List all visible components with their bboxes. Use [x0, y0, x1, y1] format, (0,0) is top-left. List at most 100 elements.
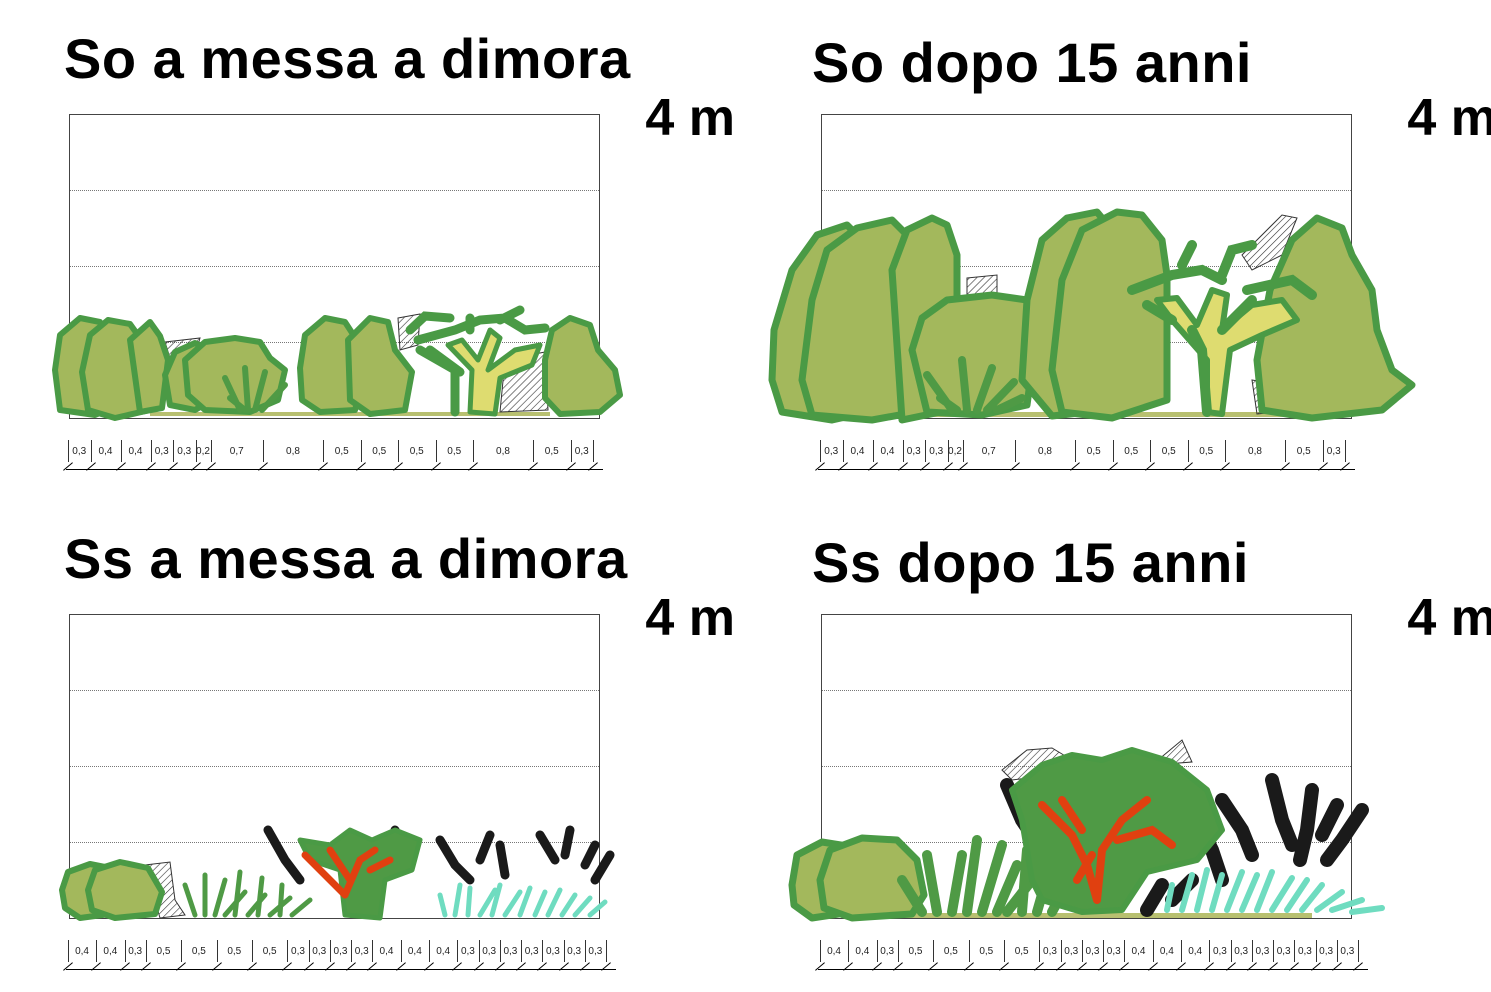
scale-tick — [1251, 940, 1253, 962]
shrub-crown — [1048, 208, 1171, 422]
scale-tick — [1230, 940, 1232, 962]
shrub-crown — [85, 859, 165, 921]
spacing-label: 0,3 — [1234, 946, 1249, 957]
scale-tick — [351, 940, 353, 962]
scale-tick — [195, 440, 197, 462]
scale-tick — [478, 940, 480, 962]
hatched-shrub — [1241, 214, 1298, 271]
gridline — [822, 190, 1351, 191]
scale-tick — [1187, 440, 1189, 462]
spacing-label: 0,3 — [545, 946, 560, 957]
scale-tick — [925, 440, 926, 462]
spacing-label: 0,3 — [1106, 946, 1121, 957]
scale-tick — [1152, 940, 1154, 962]
spacing-label: 0,3 — [460, 946, 475, 957]
spacing-label: 0,5 — [262, 946, 277, 957]
grass-tuft — [182, 869, 313, 918]
spacing-label: 0,5 — [372, 446, 387, 457]
spacing-label: 0,3 — [1326, 446, 1341, 457]
spacing-label: 0,3 — [354, 946, 369, 957]
spacing-label: 0,3 — [588, 946, 603, 957]
spacing-label: 0,8 — [496, 446, 510, 457]
spacing-label: 0,3 — [906, 446, 921, 457]
scale-tick — [150, 440, 152, 462]
scale-tick — [1015, 440, 1016, 462]
spacing-label: 0,4 — [1188, 946, 1203, 957]
gridline — [70, 766, 599, 767]
scale-tick — [499, 940, 501, 962]
spacing-label: 0,5 — [979, 946, 994, 957]
vegetation-drawing — [788, 739, 1385, 922]
spacing-label: 0,5 — [544, 446, 559, 457]
spacing-label: 0,3 — [880, 946, 895, 957]
spacing-label: 0,4 — [407, 946, 422, 957]
spacing-label: 0,3 — [824, 446, 839, 457]
scale-tick — [323, 440, 324, 462]
spacing-label: 0,3 — [1255, 946, 1270, 957]
panel-ss-15-years: Ss dopo 15 anni 4 m — [752, 500, 1491, 992]
scale-tick — [521, 940, 523, 962]
spacing-label: 0,3 — [72, 446, 87, 457]
spacing-label: 0,4 — [75, 946, 89, 957]
scale-tick — [819, 940, 821, 962]
scale-tick — [820, 440, 821, 462]
spacing-label: 0,5 — [943, 946, 958, 957]
spacing-label: 0,7 — [229, 446, 244, 457]
spacing-label: 0,2 — [948, 446, 962, 457]
scale-tick — [1336, 940, 1338, 962]
spacing-label: 0,4 — [1131, 946, 1146, 957]
spacing-label: 0,3 — [503, 946, 518, 957]
scale-tick — [584, 940, 586, 962]
red-branches — [1038, 796, 1176, 904]
scale-tick — [1345, 440, 1346, 462]
scale-tick — [902, 440, 904, 462]
spacing-label: 0,5 — [1014, 946, 1029, 957]
gridline — [70, 266, 599, 267]
scale-tick — [968, 940, 970, 962]
scale-tick — [457, 940, 459, 962]
spacing-label: 0,5 — [334, 446, 349, 457]
gridline — [70, 690, 599, 691]
spacing-label: 0,8 — [1038, 446, 1052, 457]
spacing-label: 0,4 — [850, 446, 865, 457]
scale-tick — [542, 940, 544, 962]
teal-grass — [437, 882, 608, 918]
height-label: 4 m — [1407, 89, 1491, 147]
spacing-label: 0,3 — [1043, 946, 1057, 957]
spacing-label: 0,2 — [196, 446, 210, 457]
scale-tick — [1209, 940, 1211, 962]
shrub-crown — [816, 834, 928, 922]
panel-title: Ss a messa a dimora — [64, 527, 628, 590]
scale-tick — [1294, 940, 1296, 962]
scale-tick — [68, 440, 69, 462]
scale-tick — [1103, 940, 1105, 962]
spacing-label: 0,5 — [191, 946, 206, 957]
tree-branches — [405, 305, 550, 417]
scale-tick — [210, 440, 212, 462]
spacing-label: 0,3 — [1340, 946, 1355, 957]
height-label: 4 m — [1407, 589, 1491, 647]
spacing-label: 0,5 — [1124, 446, 1139, 457]
scale-baseline — [818, 469, 1355, 470]
scale-baseline — [66, 469, 603, 470]
grass-tuft — [222, 365, 288, 413]
spacing-label: 0,4 — [98, 446, 113, 457]
teal-grass — [1164, 867, 1385, 915]
gridline — [70, 190, 599, 191]
scale-baseline — [66, 969, 616, 970]
spacing-label: 0,5 — [1086, 446, 1101, 457]
scale-tick — [563, 940, 565, 962]
spacing-label: 0,7 — [981, 446, 996, 457]
spacing-label: 0,3 — [1276, 946, 1291, 957]
shrub-crown — [1253, 214, 1416, 422]
scale-tick — [1081, 940, 1083, 962]
scale-tick — [145, 940, 147, 962]
scale-tick — [842, 440, 844, 462]
height-label: 4 m — [645, 89, 735, 147]
scale-tick — [398, 440, 399, 462]
scale-tick — [251, 940, 253, 962]
scale-tick — [400, 940, 402, 962]
